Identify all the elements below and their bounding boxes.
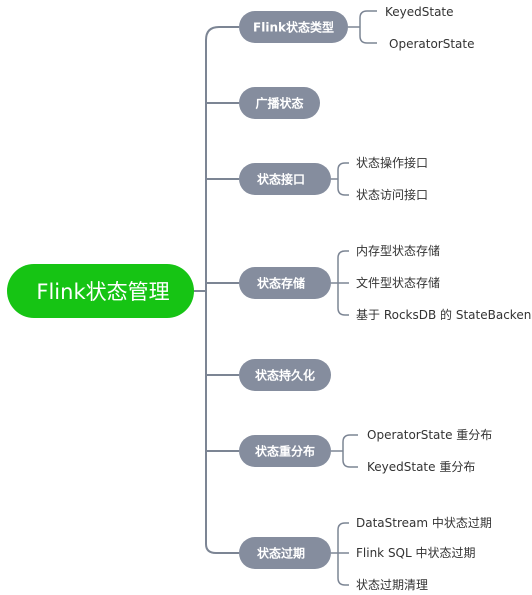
branch-node-shape <box>239 87 320 119</box>
leaf-node[interactable]: DataStream 中状态过期 <box>356 515 492 530</box>
root-node-label: Flink状态管理 <box>36 280 169 304</box>
leaf-node[interactable]: 内存型状态存储 <box>356 243 440 258</box>
leaf-node[interactable]: KeyedState 重分布 <box>367 460 475 474</box>
branch-node-state-storage[interactable]: 状态存储 <box>239 267 331 299</box>
leaf-group-state-expiration: DataStream 中状态过期 Flink SQL 中状态过期 状态过期清理 <box>356 515 492 592</box>
leaf-node[interactable]: OperatorState 重分布 <box>367 428 492 442</box>
leaf-node[interactable]: 状态访问接口 <box>356 187 428 202</box>
branch-node-label: 状态接口 <box>257 172 305 187</box>
branch-node-shape <box>239 537 331 569</box>
branch-node-state-persistence[interactable]: 状态持久化 <box>239 359 331 391</box>
branch-node-shape <box>239 359 331 391</box>
branch-node-shape <box>239 11 348 43</box>
leaf-node[interactable]: OperatorState <box>389 37 474 51</box>
branch-node-state-redistribution[interactable]: 状态重分布 <box>239 435 331 467</box>
leaf-node[interactable]: KeyedState <box>385 5 454 19</box>
leaf-node[interactable]: 文件型状态存储 <box>356 275 440 290</box>
branch-node-label: 状态存储 <box>257 276 305 291</box>
root-node[interactable]: Flink状态管理 <box>7 264 194 318</box>
branch-node-label: 广播状态 <box>255 96 303 111</box>
leaf-connectors <box>331 10 377 586</box>
leaf-node[interactable]: 状态过期清理 <box>356 578 428 592</box>
branch-node-label: 状态持久化 <box>255 368 315 383</box>
branch-node-shape <box>239 267 331 299</box>
branch-node-label: Flink状态类型 <box>253 20 334 35</box>
leaf-node[interactable]: Flink SQL 中状态过期 <box>356 545 476 560</box>
leaf-group-flink-state-types: KeyedState OperatorState <box>385 5 474 51</box>
branch-node-state-expiration[interactable]: 状态过期 <box>239 537 331 569</box>
branch-node-label: 状态过期 <box>257 546 305 561</box>
leaf-node[interactable]: 基于 RocksDB 的 StateBackend <box>356 307 532 322</box>
leaf-group-state-storage: 内存型状态存储 文件型状态存储 基于 RocksDB 的 StateBacken… <box>356 243 532 322</box>
branch-node-flink-state-types[interactable]: Flink状态类型 <box>239 11 348 43</box>
leaf-node[interactable]: 状态操作接口 <box>356 155 428 170</box>
branch-node-broadcast-state[interactable]: 广播状态 <box>239 87 320 119</box>
root-node-shape <box>7 264 194 318</box>
branch-node-shape <box>239 435 331 467</box>
leaf-group-state-redistribution: OperatorState 重分布 KeyedState 重分布 <box>367 428 492 474</box>
leaf-group-state-interfaces: 状态操作接口 状态访问接口 <box>356 155 428 202</box>
branch-node-state-interfaces[interactable]: 状态接口 <box>239 163 331 195</box>
root-connectors <box>192 26 239 554</box>
branch-node-label: 状态重分布 <box>255 444 315 459</box>
branch-node-shape <box>239 163 331 195</box>
